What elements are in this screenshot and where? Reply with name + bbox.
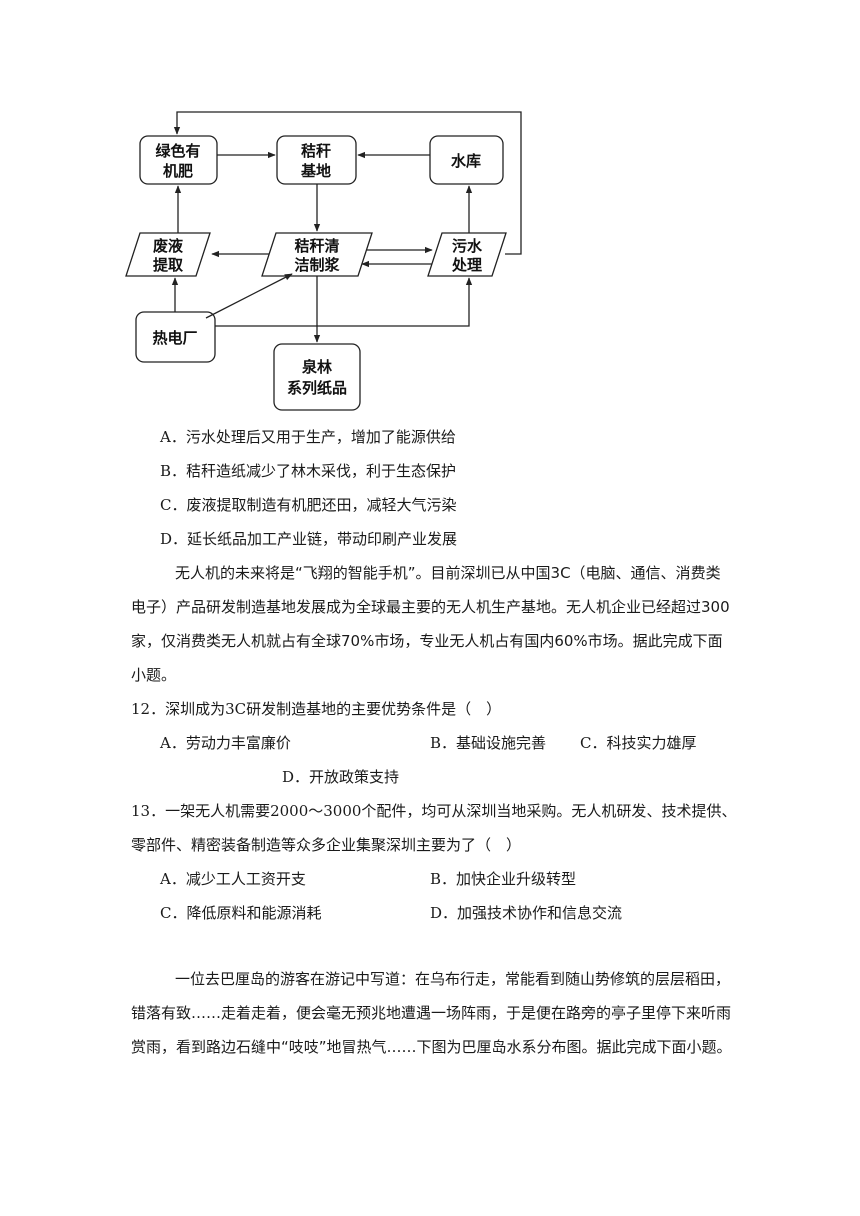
q13-option-b: B．加快企业升级转型 bbox=[430, 870, 577, 888]
q12-option-c: C．科技实力雄厚 bbox=[580, 734, 697, 752]
label-waste-liquid-2: 提取 bbox=[153, 256, 184, 274]
q12-option-b: B．基础设施完善 bbox=[430, 734, 547, 752]
drone-passage-line-3: 家，仅消费类无人机就占有全球70%市场，专业无人机占有国内60%市场。据此完成下… bbox=[131, 632, 723, 650]
drone-passage-line-4: 小题。 bbox=[131, 666, 177, 684]
node-waste-liquid bbox=[125, 232, 211, 277]
q12-option-d: D．开放政策支持 bbox=[282, 768, 400, 786]
label-straw-pulp-1: 秸秆清 bbox=[294, 237, 339, 255]
node-green-fertilizer bbox=[139, 135, 218, 185]
label-waste-liquid-1: 废液 bbox=[153, 237, 184, 255]
q13-option-a: A．减少工人工资开支 bbox=[160, 870, 306, 888]
q13-option-d: D．加强技术协作和信息交流 bbox=[430, 904, 623, 922]
label-straw-pulp-2: 洁制浆 bbox=[294, 256, 340, 274]
drone-passage-line-2: 电子）产品研发制造基地发展成为全球最主要的无人机生产基地。无人机企业已经超过30… bbox=[131, 598, 730, 616]
q13-stem-line-1: 13．一架无人机需要2000～3000个配件，均可从深圳当地采购。无人机研发、技… bbox=[131, 802, 737, 820]
label-sewage-2: 处理 bbox=[451, 256, 482, 274]
label-reservoir: 水库 bbox=[451, 152, 481, 170]
label-straw-base-2: 基地 bbox=[300, 162, 331, 180]
q11-option-c: C．废液提取制造有机肥还田，减轻大气污染 bbox=[160, 496, 457, 514]
label-paper-2: 系列纸品 bbox=[287, 379, 347, 397]
drone-passage-line-1: 无人机的未来将是“飞翔的智能手机”。目前深圳已从中国3C（电脑、通信、消费类 bbox=[175, 564, 721, 582]
label-sewage-1: 污水 bbox=[452, 237, 483, 255]
node-reservoir bbox=[429, 135, 504, 185]
q12-stem: 12．深圳成为3C研发制造基地的主要优势条件是（ ） bbox=[131, 700, 502, 718]
papermaking-flow-diagram: 绿色有 机肥 秸秆 基地 水库 废液 提取 秸秆清 洁制浆 污水 处理 热电厂 … bbox=[125, 111, 522, 411]
q13-stem-line-2: 零部件、精密装备制造等众多企业集聚深圳主要为了（ ） bbox=[131, 836, 522, 854]
label-green-fertilizer-1: 绿色有 bbox=[155, 142, 200, 160]
label-paper-1: 泉林 bbox=[301, 358, 333, 376]
bali-passage-line-3: 赏雨，看到路边石缝中“吱吱”地冒热气……下图为巴厘岛水系分布图。据此完成下面小题… bbox=[131, 1038, 732, 1056]
label-straw-base-1: 秸秆 bbox=[301, 142, 331, 160]
bali-passage-line-1: 一位去巴厘岛的游客在游记中写道：在乌布行走，常能看到随山势修筑的层层稻田， bbox=[175, 970, 731, 988]
q11-option-b: B．秸秆造纸减少了林木采伐，利于生态保护 bbox=[160, 462, 457, 480]
q11-option-a: A．污水处理后又用于生产，增加了能源供给 bbox=[160, 428, 456, 446]
bali-passage-line-2: 错落有致……走着走着，便会毫无预兆地遭遇一场阵雨，于是便在路旁的亭子里停下来听雨 bbox=[131, 1004, 732, 1022]
label-green-fertilizer-2: 机肥 bbox=[163, 162, 193, 180]
node-paper-products bbox=[273, 343, 361, 411]
node-sewage bbox=[427, 232, 507, 277]
node-straw-pulp bbox=[261, 232, 373, 277]
label-power-plant: 热电厂 bbox=[152, 329, 197, 347]
q11-option-d: D．延长纸品加工产业链，带动印刷产业发展 bbox=[160, 530, 458, 548]
q13-option-c: C．降低原料和能源消耗 bbox=[160, 904, 322, 922]
q12-option-a: A．劳动力丰富廉价 bbox=[160, 734, 291, 752]
